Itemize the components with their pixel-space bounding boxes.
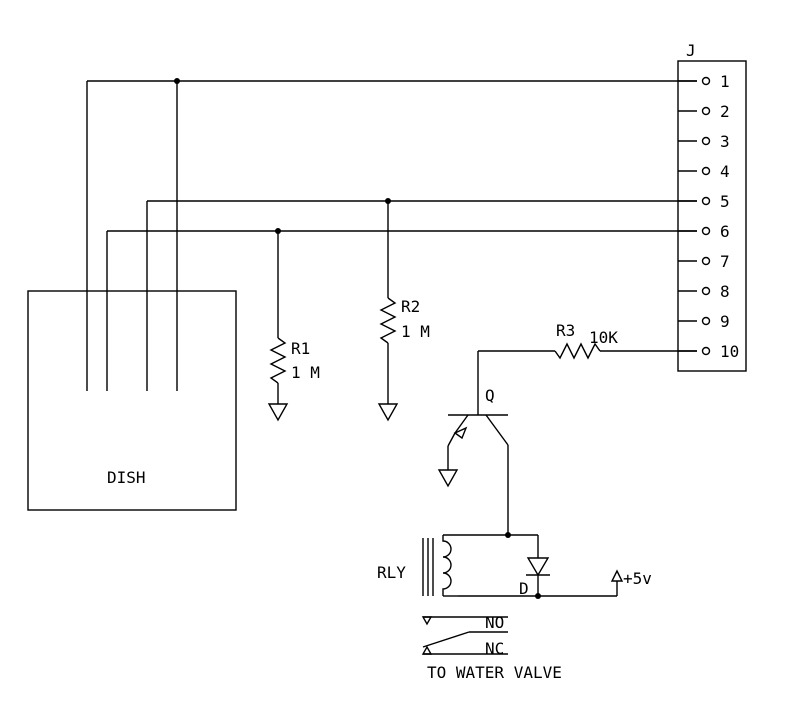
dish-label: DISH xyxy=(107,468,146,487)
connector-ref: J xyxy=(686,41,696,60)
connector-pin-icon xyxy=(701,256,711,266)
junction-dot xyxy=(174,78,180,84)
relay-rly: RLY NO NC TO WATER VALVE xyxy=(377,534,562,682)
transistor-ref: Q xyxy=(485,386,495,405)
connector-pin-icon xyxy=(701,226,711,236)
dish: DISH xyxy=(27,81,237,511)
connector-pin-icon xyxy=(701,166,711,176)
connector-pin-label: 7 xyxy=(720,252,730,271)
r3-value: 10K xyxy=(589,328,618,347)
connector-pin-label: 10 xyxy=(720,342,739,361)
r1-value: 1 M xyxy=(291,363,320,382)
ground-icon xyxy=(267,403,289,422)
ground-icon xyxy=(437,469,459,488)
contact-nc-triangle-icon xyxy=(421,645,433,655)
connector-pin-label: 2 xyxy=(720,102,730,121)
r2-ref: R2 xyxy=(401,297,420,316)
ground-icon xyxy=(377,403,399,422)
supply-5v: +5v xyxy=(458,569,652,597)
bus-wires xyxy=(87,78,697,234)
resistor-r1: R1 1 M xyxy=(267,231,320,422)
connector-pin-icon xyxy=(701,136,711,146)
connector-pin-label: 1 xyxy=(720,72,730,91)
connector-pin-label: 5 xyxy=(720,192,730,211)
contact-nc-label: NC xyxy=(485,639,504,658)
output-label: TO WATER VALVE xyxy=(427,663,562,682)
connector-pin-icon xyxy=(701,316,711,326)
connector-pin-icon xyxy=(701,286,711,296)
contact-no-label: NO xyxy=(485,613,504,632)
r1-ref: R1 xyxy=(291,339,310,358)
relay-ref: RLY xyxy=(377,563,406,582)
diode-icon xyxy=(526,557,550,577)
contact-no-triangle-icon xyxy=(421,616,433,626)
supply-label: +5v xyxy=(623,569,652,588)
r2-value: 1 M xyxy=(401,322,430,341)
diode-ref: D xyxy=(519,579,529,598)
diode-d: D xyxy=(505,532,550,599)
connector-pin-icon xyxy=(701,196,711,206)
resistor-r2: R2 1 M xyxy=(377,201,430,422)
connector-pin-label: 8 xyxy=(720,282,730,301)
connector-pin-label: 6 xyxy=(720,222,730,241)
connector-pin-label: 3 xyxy=(720,132,730,151)
relay-coil-icon xyxy=(442,535,452,596)
r3-ref: R3 xyxy=(556,321,575,340)
connector-j: J 1 2 3 4 5 6 7 8 9 10 xyxy=(677,41,747,372)
connector-pin-icon xyxy=(701,106,711,116)
connector-pin-label: 4 xyxy=(720,162,730,181)
connector-pin-icon xyxy=(701,346,711,356)
resistor-r3: R3 10K xyxy=(477,321,697,415)
connector-pin-label: 9 xyxy=(720,312,730,331)
emitter-arrow-icon xyxy=(453,426,468,440)
transistor-q: Q xyxy=(437,386,509,535)
connector-pin-icon xyxy=(701,76,711,86)
supply-triangle-icon xyxy=(610,569,624,582)
